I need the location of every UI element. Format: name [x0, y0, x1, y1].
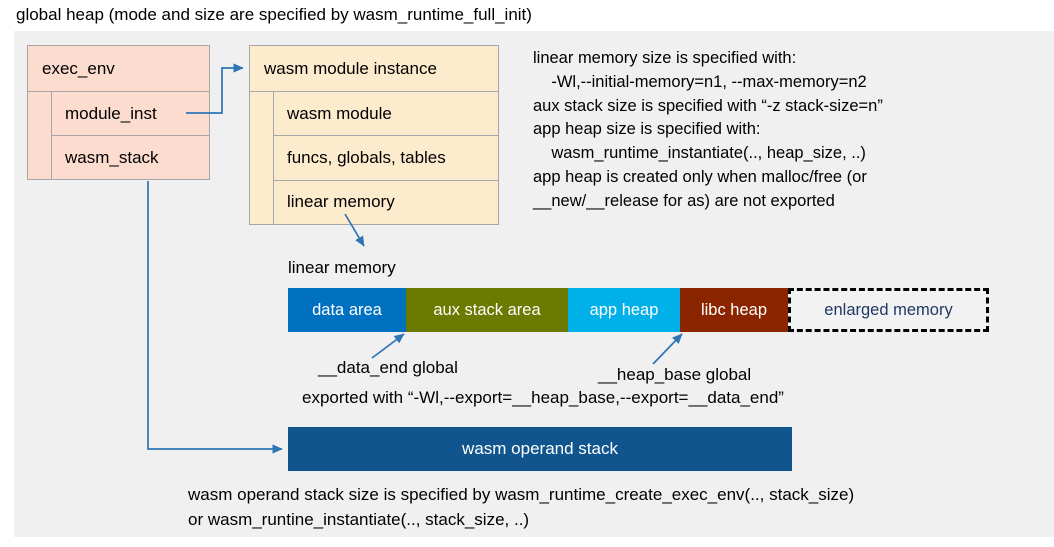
wasm-module-instance-field-list: wasm module funcs, globals, tables linea…	[274, 92, 498, 224]
module-field-linear-memory: linear memory	[274, 180, 498, 224]
linear-memory-bar: data area aux stack area app heap libc h…	[288, 288, 989, 332]
exec-env-body: module_inst wasm_stack	[28, 92, 209, 179]
module-field-funcs-globals-tables: funcs, globals, tables	[274, 136, 498, 181]
wasm-module-instance-gutter	[250, 92, 274, 224]
memory-segment-libc-heap: libc heap	[680, 288, 788, 332]
exec-env-field-list: module_inst wasm_stack	[52, 92, 209, 179]
annotation-heap-base-global: __heap_base global	[598, 365, 752, 384]
memory-segment-aux-stack-area: aux stack area	[406, 288, 568, 332]
memory-size-note: linear memory size is specified with: -W…	[533, 49, 883, 210]
wasm-operand-stack-bar: wasm operand stack	[288, 427, 792, 471]
memory-segment-app-heap: app heap	[568, 288, 680, 332]
wasm-module-instance-box: wasm module instance wasm module funcs, …	[249, 45, 499, 225]
exec-env-box: exec_env module_inst wasm_stack	[27, 45, 210, 180]
memory-segment-data-area: data area	[288, 288, 406, 332]
exec-env-header: exec_env	[28, 46, 209, 92]
operand-stack-caption: wasm operand stack size is specified by …	[188, 485, 855, 529]
wasm-module-instance-body: wasm module funcs, globals, tables linea…	[250, 92, 498, 224]
annotation-data-end-global: __data_end global	[318, 358, 458, 377]
memory-segment-enlarged-memory: enlarged memory	[788, 288, 989, 332]
exec-env-gutter	[28, 92, 52, 179]
page-title: global heap (mode and size are specified…	[16, 5, 532, 24]
exec-env-field-wasm-stack: wasm_stack	[52, 136, 209, 179]
wasm-module-instance-header: wasm module instance	[250, 46, 498, 92]
annotation-exported-with: exported with “-Wl,--export=__heap_base,…	[302, 388, 784, 407]
exec-env-field-module-inst: module_inst	[52, 92, 209, 136]
linear-memory-label: linear memory	[288, 258, 396, 277]
module-field-wasm-module: wasm module	[274, 92, 498, 137]
